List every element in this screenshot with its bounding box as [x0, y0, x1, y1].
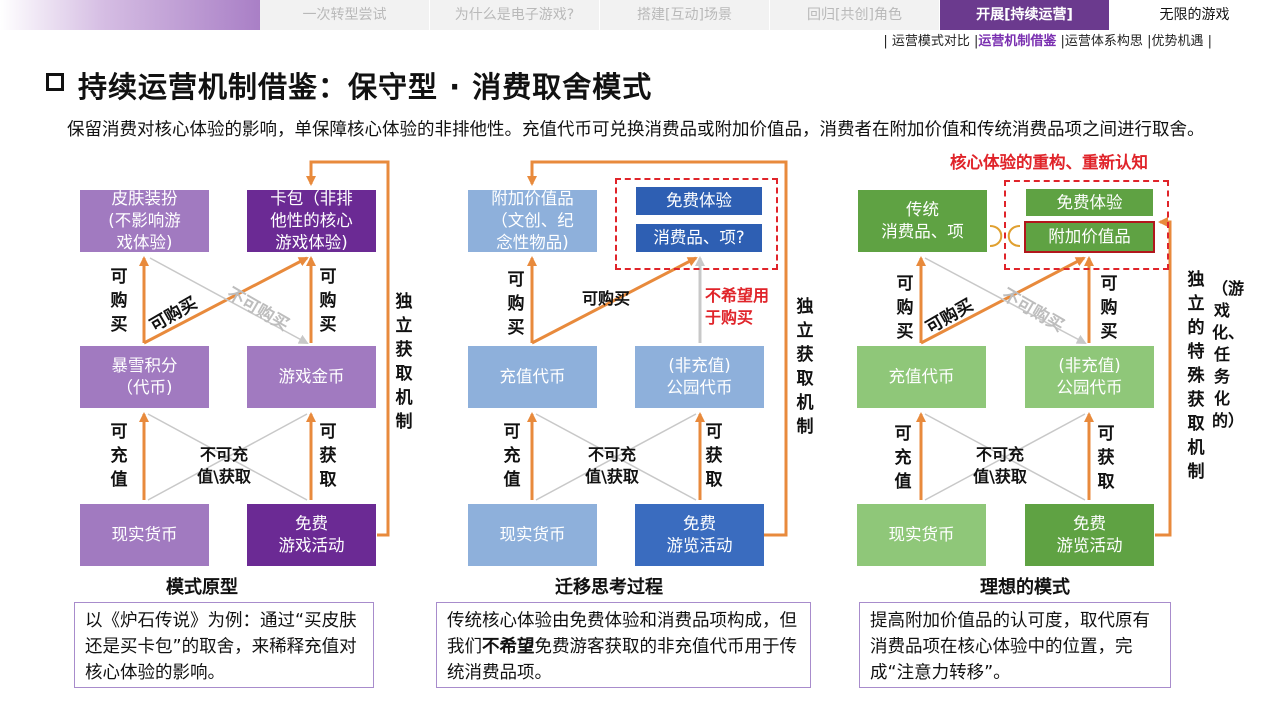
nav-tab-3[interactable]: 搭建[互动]场景 [600, 0, 770, 30]
desc-migration: 传统核心体验由免费体验和消费品项构成，但我们不希望免费游客获取的非充值代币用于传… [436, 602, 811, 688]
box-free-tour-label: 免费 游览活动 [666, 514, 733, 555]
box-value-3-label: 附加价值品 [1048, 227, 1131, 246]
box-money: 现实货币 [80, 504, 209, 566]
dashed-group-ideal [1004, 180, 1169, 270]
label-obtain: 可获取 [319, 422, 337, 490]
desc-ideal: 提高附加价值品的认可度，取代原有消费品项在核心体验中的位置，完成“注意力转移”。 [859, 602, 1171, 688]
intro-text: 保留消费对核心体验的影响，单保障核心体验的非排他性。充值代币可兑换消费品或附加价… [67, 120, 1205, 140]
box-money-3: 现实货币 [857, 504, 986, 566]
red-title-reconstruct: 核心体验的重构、重新认知 [950, 153, 1148, 172]
box-value-label: 附加价值品 （文创、纪 念性物品) [491, 189, 574, 252]
sub-nav: | 运营模式对比 |运营机制借鉴 |运营体系构思 |优势机遇 | [883, 34, 1212, 49]
desc-migration-bold: 不希望 [482, 637, 535, 657]
brand-strip [0, 0, 260, 30]
nav-tab-1[interactable]: 一次转型尝试 [260, 0, 430, 30]
box-currency-label: 充值代币 [499, 367, 566, 386]
label-obtain-3: 可获取 [1097, 424, 1115, 492]
box-free-exp-3-label: 免费体验 [1056, 192, 1123, 212]
label-nocharge-3: 不可充 值\获取 [973, 445, 1027, 486]
box-value-item: 附加价值品 （文创、纪 念性物品) [468, 189, 597, 252]
box-cardpack: 卡包（非排 他性的核心 游戏体验) [247, 189, 376, 252]
box-currency: 充值代币 [468, 346, 597, 408]
label-independent-3: 独立的特殊获取机制 [1187, 270, 1205, 482]
nav-tab-4[interactable]: 回归[共创]角色 [770, 0, 940, 30]
box-free-label: 免费 游戏活动 [278, 514, 345, 555]
box-value-item-3: 附加价值品 [1024, 221, 1155, 253]
box-points-label: 暴雪积分 （代币) [111, 356, 178, 397]
nav-tab-5-active[interactable]: 开展[持续运营] [940, 0, 1110, 30]
box-free-tour-3: 免费 游览活动 [1025, 504, 1154, 566]
subnav-item-1[interactable]: 运营模式对比 [891, 34, 970, 49]
box-free-exp-3: 免费体验 [1026, 189, 1153, 216]
subnav-item-2-active[interactable]: 运营机制借鉴 [978, 34, 1057, 49]
subnav-item-4[interactable]: 优势机遇 [1151, 34, 1204, 49]
box-skin-label: 皮肤装扮 (不影响游 戏体验) [108, 189, 181, 252]
box-cardpack-label: 卡包（非排 他性的核心 游戏体验) [270, 189, 353, 252]
desc-migration-pre: 传统核心体验由免费体验和消费品项构成，但我们 [447, 611, 797, 657]
title-square-icon [46, 73, 64, 91]
label-buy-left-3: 可购买 [896, 274, 914, 342]
label-obtain-2: 可获取 [705, 422, 723, 490]
box-park-coin-label: (非充值) 公园代币 [666, 356, 733, 397]
box-traditional-label: 传统 消费品、项 [881, 200, 964, 241]
desc-migration-post: 免费游客获取的非充值代币用于传统消费品项。 [447, 637, 797, 683]
desc-prototype: 以《炉石传说》为例：通过“买皮肤还是买卡包”的取舍，来稀释充值对核心体验的影响。 [74, 602, 374, 688]
box-free-exp: 免费体验 [636, 187, 762, 215]
box-traditional: 传统 消费品、项 [858, 190, 987, 252]
box-gold: 游戏金币 [247, 346, 376, 408]
box-money-2-label: 现实货币 [499, 525, 566, 544]
box-currency-3-label: 充值代币 [888, 367, 955, 386]
caption-prototype: 模式原型 [166, 577, 238, 598]
box-park-coin: (非充值) 公园代币 [635, 346, 764, 408]
box-free-activity: 免费 游戏活动 [247, 504, 376, 566]
label-charge-2: 可充值 [503, 422, 521, 490]
label-buy-left-2: 可购买 [507, 270, 525, 338]
box-currency-3: 充值代币 [857, 346, 986, 408]
box-money-2: 现实货币 [468, 504, 597, 566]
caption-migration: 迁移思考过程 [555, 577, 663, 598]
page-title: 持续运营机制借鉴：保守型 · 消费取舍模式 [78, 70, 653, 104]
box-points: 暴雪积分 （代币) [80, 346, 209, 408]
top-nav: 一次转型尝试 为什么是电子游戏? 搭建[互动]场景 回归[共创]角色 开展[持续… [0, 0, 1280, 30]
label-independent-2: 独立获取机制 [796, 297, 814, 437]
box-consumables: 消费品、项? [636, 224, 762, 252]
caption-ideal: 理想的模式 [980, 577, 1070, 598]
box-free-exp-label: 免费体验 [666, 191, 732, 210]
box-park-coin-3: (非充值) 公园代币 [1025, 346, 1154, 408]
nav-tab-6[interactable]: 无限的游戏 [1110, 0, 1280, 30]
label-buy-right: 可购买 [319, 267, 337, 335]
label-buy-left: 可购买 [110, 267, 128, 335]
label-buy-diag-2: 可购买 [582, 289, 631, 308]
nav-tab-2[interactable]: 为什么是电子游戏? [430, 0, 600, 30]
box-skin: 皮肤装扮 (不影响游 戏体验) [80, 189, 209, 252]
box-free-tour-3-label: 免费 游览活动 [1056, 514, 1123, 555]
box-gold-label: 游戏金币 [278, 367, 345, 386]
label-gamified-paren: （游戏化、任务化的） [1212, 279, 1245, 430]
label-charge-3: 可充值 [894, 424, 912, 492]
box-park-coin-3-label: (非充值) 公园代币 [1056, 356, 1123, 397]
label-independent: 独立获取机制 [395, 292, 413, 432]
box-money-label: 现实货币 [111, 525, 178, 544]
subnav-item-3[interactable]: 运营体系构思 [1064, 34, 1143, 49]
box-consumables-label: 消费品、项? [653, 228, 745, 247]
label-nocharge: 不可充 值\获取 [197, 445, 251, 486]
box-free-tour: 免费 游览活动 [635, 504, 764, 566]
label-nocharge-2: 不可充 值\获取 [585, 445, 639, 486]
label-charge: 可充值 [110, 422, 128, 490]
label-not-want: 不希望用 于购买 [705, 286, 770, 327]
label-buy-right-3: 可购买 [1100, 274, 1118, 342]
box-money-3-label: 现实货币 [888, 525, 955, 544]
dashed-group-core [615, 178, 778, 270]
